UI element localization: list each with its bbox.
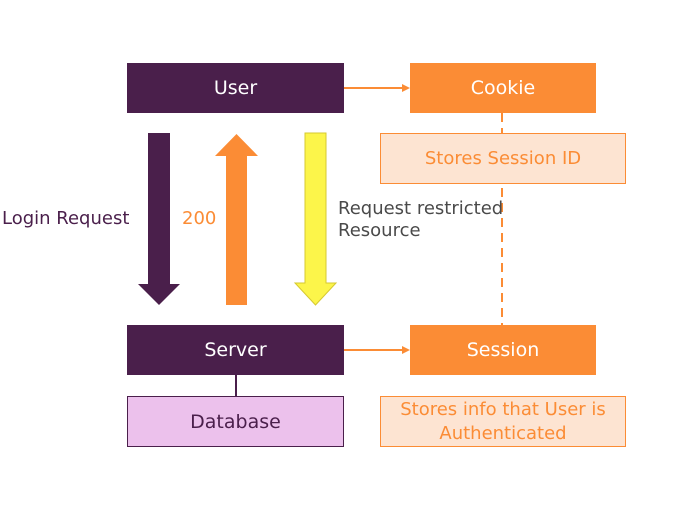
stores-session-id-note: Stores Session ID: [380, 133, 626, 184]
database-node-label: Database: [190, 410, 281, 433]
restricted-request-line1: Request restricted: [338, 198, 504, 219]
ok-response-label: 200: [182, 208, 216, 230]
cookie-node: Cookie: [410, 63, 596, 113]
stores-info-label: Stores info that User is Authenticated: [400, 398, 606, 444]
restricted-request-line2: Resource: [338, 220, 421, 241]
user-node: User: [127, 63, 344, 113]
server-node-label: Server: [204, 339, 267, 361]
restricted-request-arrow: [293, 132, 338, 306]
login-request-text: Login Request: [2, 208, 130, 229]
ok-response-text: 200: [182, 208, 217, 229]
login-request-arrow: [138, 133, 180, 305]
server-node: Server: [127, 325, 344, 375]
user-cookie-arrowhead: [402, 84, 410, 92]
server-session-arrowhead: [402, 346, 410, 354]
database-node: Database: [127, 396, 344, 447]
restricted-request-label: Request restricted Resource: [338, 198, 503, 242]
session-node-label: Session: [466, 339, 540, 361]
session-node: Session: [410, 325, 596, 375]
login-request-label: Login Request: [2, 208, 129, 230]
cookie-node-label: Cookie: [470, 77, 536, 99]
stores-session-id-label: Stores Session ID: [424, 147, 582, 169]
stores-info-note: Stores info that User is Authenticated: [380, 396, 626, 447]
ok-response-arrow: [215, 134, 258, 305]
user-node-label: User: [213, 77, 258, 99]
